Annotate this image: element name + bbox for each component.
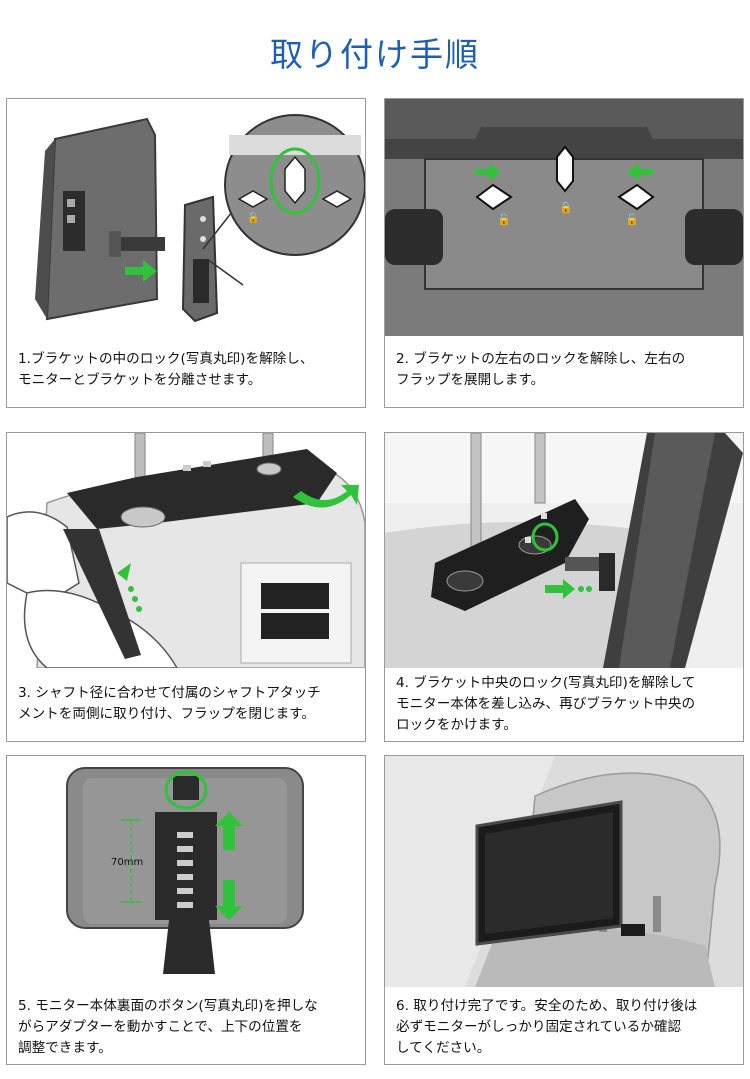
arrow-right-icon — [125, 260, 157, 282]
step-card-6: 6. 取り付け完了です。安全のため、取り付け後は 必ずモニターがしっかり固定され… — [384, 755, 744, 1065]
lock-highlight-circle — [531, 522, 559, 552]
arrow-up-icon — [215, 812, 243, 850]
caption-line: 2. ブラケットの左右のロックを解除し、左右の — [396, 351, 686, 367]
caption-line: 1.ブラケットの中のロック(写真丸印)を解除し、 — [18, 351, 314, 367]
caption-line: 6. 取り付け完了です。安全のため、取り付け後は — [396, 998, 698, 1014]
step-4-caption: 4. ブラケット中央のロック(写真丸印)を解除して モニター本体を差し込み、再び… — [396, 673, 737, 736]
step-3-caption: 3. シャフト径に合わせて付属のシャフトアタッチ メントを両側に取り付け、フラッ… — [18, 683, 359, 725]
measure-label: 70mm — [111, 857, 143, 868]
caption-line: フラップを展開します。 — [396, 372, 545, 388]
caption-line: してください。 — [396, 1040, 491, 1056]
caption-line: モニター本体を差し込み、再びブラケット中央の — [396, 696, 696, 712]
step-6-illustration — [385, 756, 743, 987]
step-5-illustration: 70mm — [7, 756, 365, 987]
svg-text:🔓: 🔓 — [497, 213, 511, 226]
svg-text:🔓: 🔓 — [625, 213, 639, 226]
arrow-up-icon — [117, 563, 131, 581]
caption-line: がらアダプターを動かすことで、上下の位置を — [18, 1019, 303, 1035]
arrow-left-icon — [627, 163, 653, 181]
caption-line: 5. モニター本体裏面のボタン(写真丸印)を押しな — [18, 998, 318, 1014]
arrow-down-icon — [215, 880, 243, 920]
step-1-caption: 1.ブラケットの中のロック(写真丸印)を解除し、 モニターとブラケットを分離させ… — [18, 349, 359, 391]
step-4-illustration — [385, 433, 743, 668]
arrow-diagonal-icon — [545, 579, 575, 599]
page-title: 取り付け手順 — [270, 35, 480, 74]
arrow-right-icon — [475, 163, 501, 181]
step-2-illustration: 🔓 🔓 🔒 — [385, 99, 743, 336]
caption-line: メントを両側に取り付け、フラップを閉じます。 — [18, 706, 316, 722]
step-5-caption: 5. モニター本体裏面のボタン(写真丸印)を押しな がらアダプターを動かすことで… — [18, 996, 359, 1059]
step-card-1: 🔓 1.ブラケットの中のロック(写真丸印)を解除し、 モニターとブラケットを分離… — [6, 98, 366, 408]
caption-line: ロックをかけます。 — [396, 717, 517, 733]
step-1-illustration: 🔓 — [7, 99, 365, 336]
lock-highlight-circle — [269, 147, 321, 215]
caption-line: 必ずモニターがしっかり固定されているか確認 — [396, 1019, 682, 1035]
svg-text:🔒: 🔒 — [559, 201, 573, 214]
caption-line: モニターとブラケットを分離させます。 — [18, 372, 262, 388]
rotate-arrow-icon — [293, 485, 359, 508]
step-card-3: 3. シャフト径に合わせて付属のシャフトアタッチ メントを両側に取り付け、フラッ… — [6, 432, 366, 742]
caption-line: 3. シャフト径に合わせて付属のシャフトアタッチ — [18, 685, 321, 701]
step-card-2: 🔓 🔓 🔒 2. ブラケットの左右のロックを解除し、左右の フラップを展開します… — [384, 98, 744, 408]
step-3-illustration — [7, 433, 365, 668]
caption-line: 4. ブラケット中央のロック(写真丸印)を解除して — [396, 675, 696, 691]
step-2-caption: 2. ブラケットの左右のロックを解除し、左右の フラップを展開します。 — [396, 349, 737, 391]
step-card-5: 70mm 5. モニター本体裏面のボタン(写真丸印)を押しな がらアダプターを動… — [6, 755, 366, 1065]
caption-line: 調整できます。 — [18, 1040, 112, 1056]
button-highlight-circle — [164, 770, 208, 810]
step-6-caption: 6. 取り付け完了です。安全のため、取り付け後は 必ずモニターがしっかり固定され… — [396, 996, 737, 1059]
step-card-4: 4. ブラケット中央のロック(写真丸印)を解除して モニター本体を差し込み、再び… — [384, 432, 744, 742]
svg-text:🔓: 🔓 — [247, 211, 259, 224]
